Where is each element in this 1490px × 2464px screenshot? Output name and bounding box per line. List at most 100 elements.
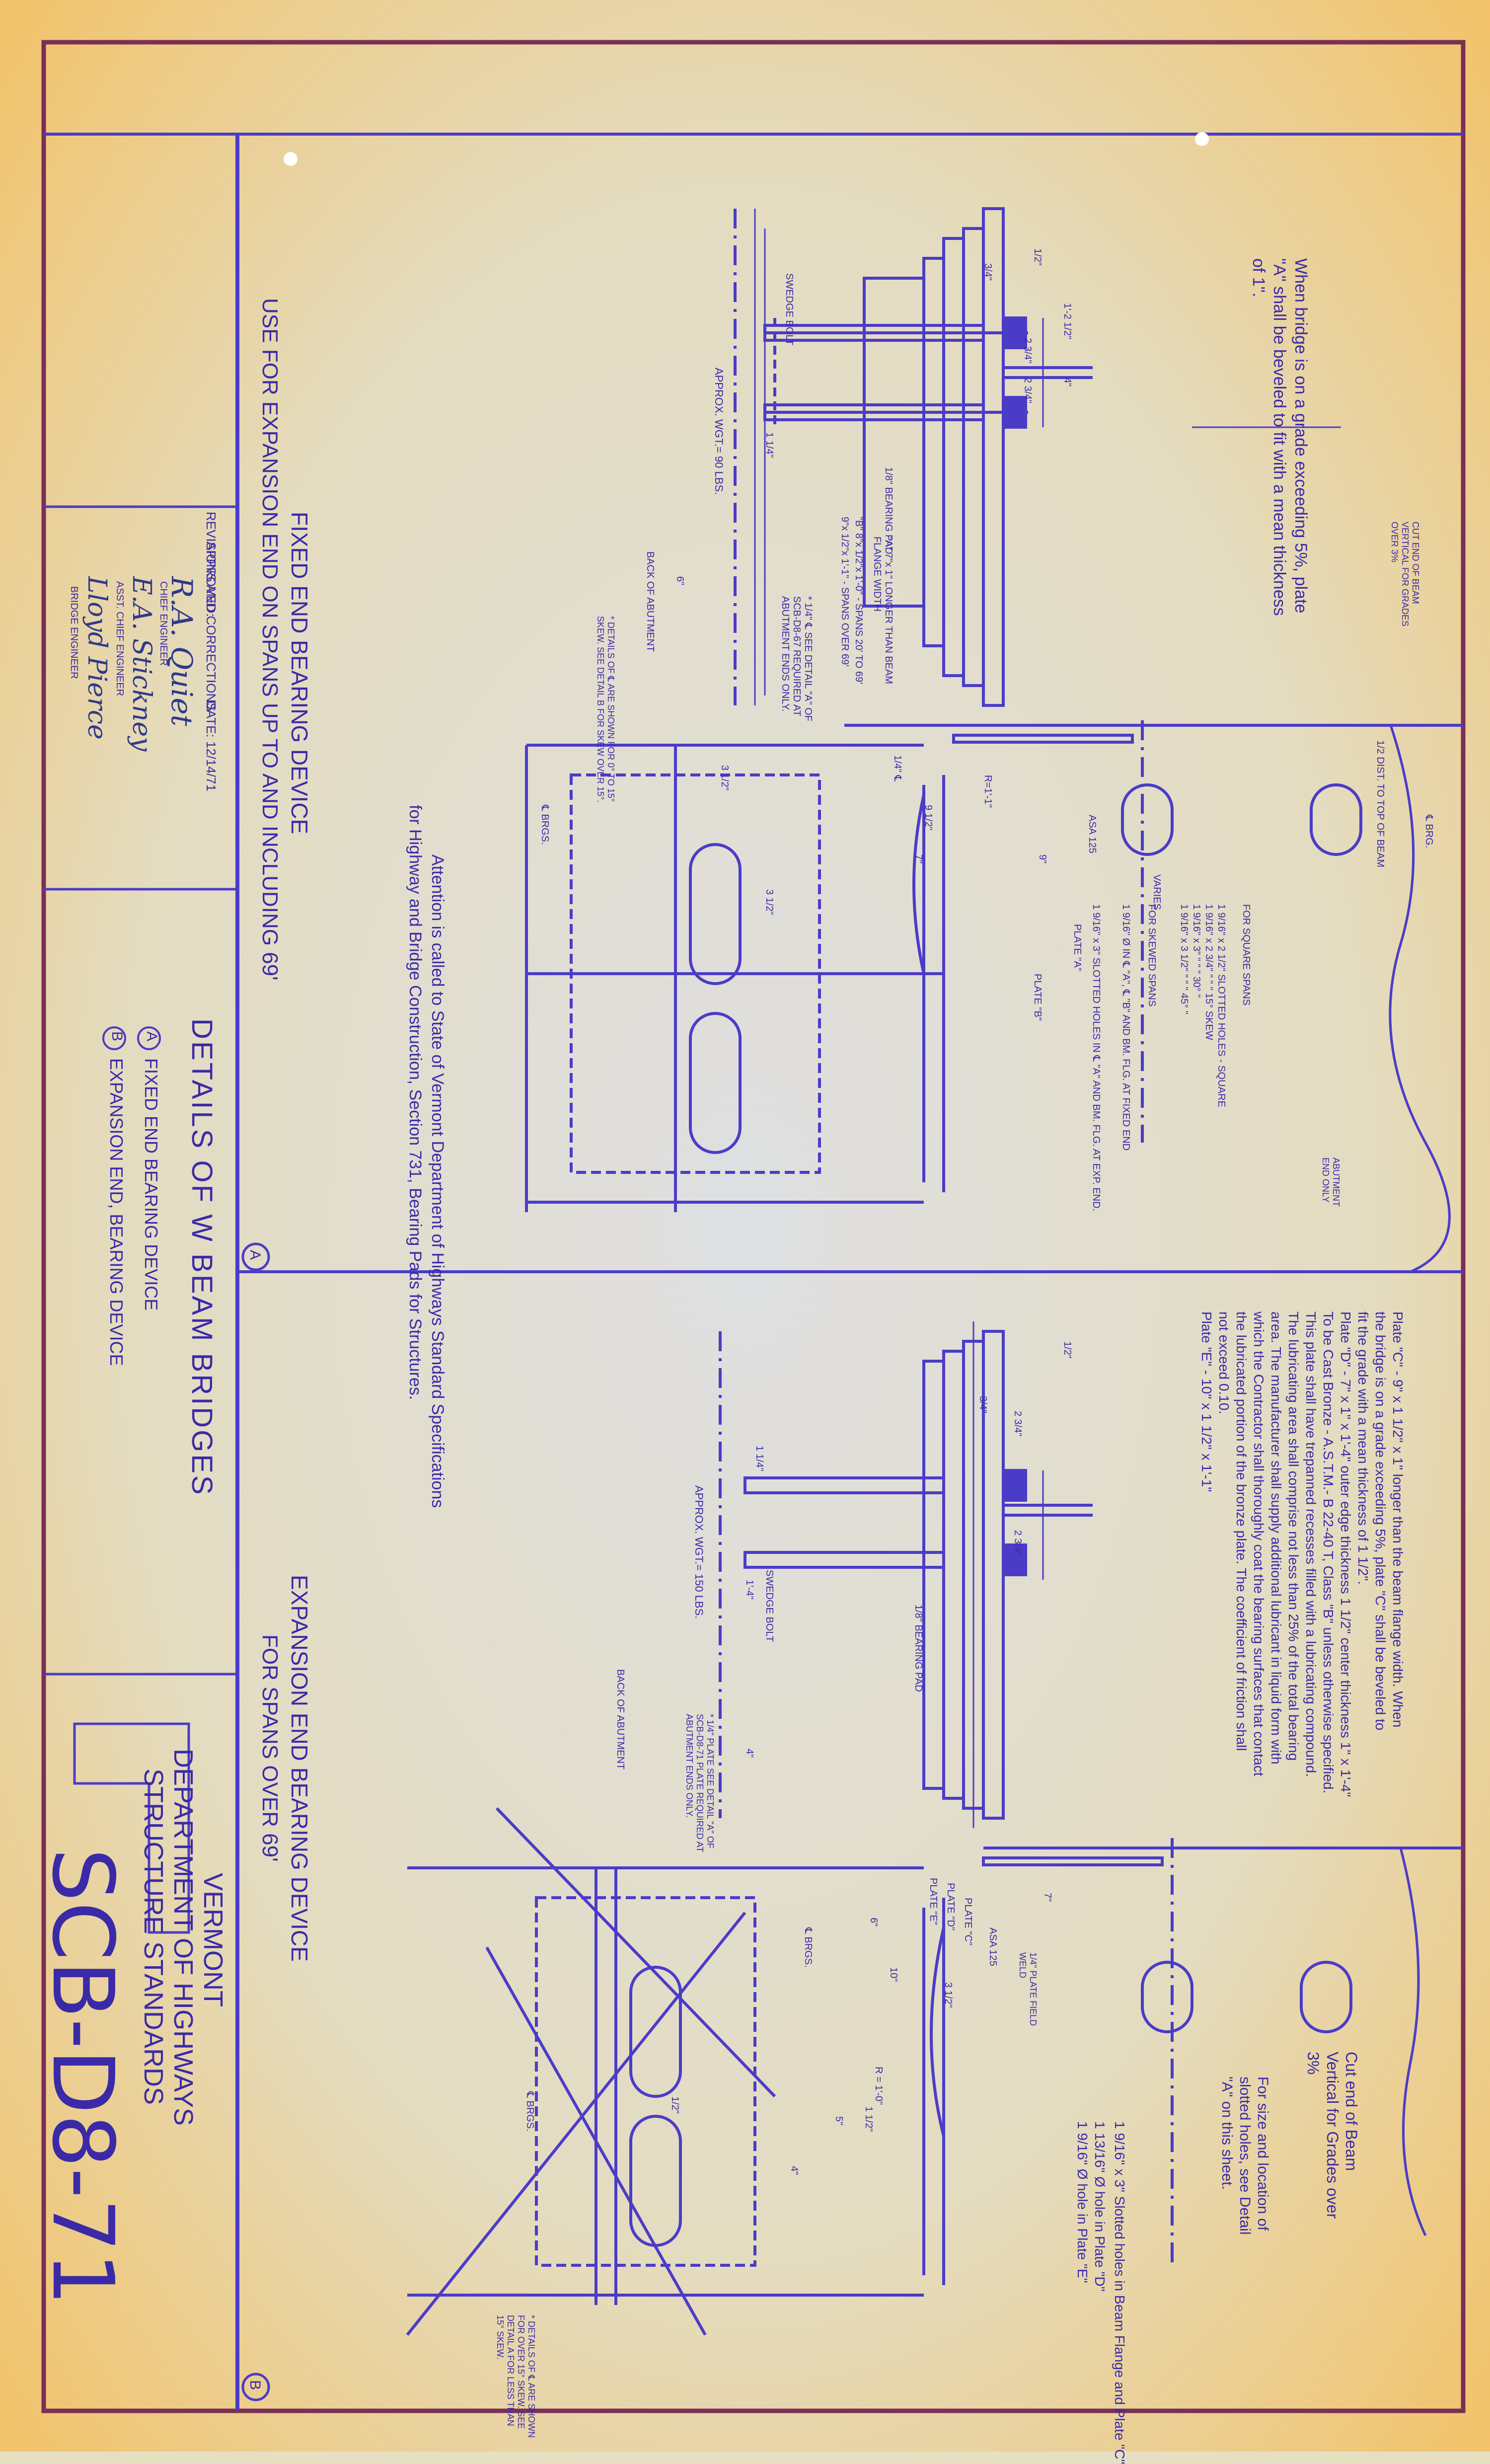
exp-asa: ASA 125 — [987, 1927, 998, 1966]
fixed-hole-row: 1 9/16" x 3 1/2" " " " 45° " — [1179, 904, 1190, 1014]
exp-dim: 3/4" — [977, 1396, 988, 1413]
fixed-square-spans: FOR SQUARE SPANS — [1241, 904, 1252, 1006]
attention-note-2: for Highway and Bridge Construction, Sec… — [406, 805, 425, 1400]
fixed-hole-row: 1 9/16" x 2 1/2" SLOTTED HOLES - SQUARE — [1216, 904, 1227, 1107]
fixed-skewed-spans: FOR SKEWED SPANS — [1146, 904, 1157, 1007]
exp-plate-d: PLATE "D" — [945, 1883, 956, 1931]
plate-note-line: which the Contractor shall thoroughly co… — [1251, 1311, 1266, 1776]
expansion-title: EXPANSION END BEARING DEVICE — [287, 1575, 312, 1962]
vermont-outline — [73, 1722, 190, 1934]
fixed-dist-top: 1/2 DIST. TO TOP OF BEAM — [1375, 740, 1386, 868]
approval-date: DATE: 12/14/71 — [204, 700, 219, 792]
fixed-exp-holes: 1 9/16" x 3" SLOTTED HOLES IN ℄ "A" AND … — [1091, 904, 1102, 1212]
exp-dim: 10" — [888, 1967, 899, 1982]
exp-dim: 1/2" — [1062, 1341, 1073, 1359]
fixed-elevation-view — [525, 720, 1463, 1212]
exp-dim: 4" — [789, 2166, 800, 2175]
plate-note-line: Plate "E" - 10" x 1 1/2" x 1'-1" — [1199, 1311, 1214, 1492]
plate-note-line: the bridge is on a grade exceeding 5%, p… — [1373, 1311, 1388, 1731]
fixed-swedge-bolt: SWEDGE BOLT — [784, 273, 795, 346]
fixed-dim: 1'-2 1/2" — [1062, 303, 1073, 340]
fixed-dim: 4" — [1062, 378, 1073, 387]
fixed-weight: APPROX. WGT.= 90 LBS. — [713, 368, 725, 495]
plate-note-line: fit the grade with a mean thickness of 1… — [1355, 1311, 1371, 1585]
fixed-fixed-holes: 1 9/16" Ø IN ℄ "A", ℄ "B" AND BM. FLG. A… — [1120, 904, 1131, 1151]
marker-b-circle — [241, 2373, 270, 2401]
exp-swedge-bolt: SWEDGE BOLT — [764, 1570, 775, 1642]
sheet-border — [41, 40, 1466, 2413]
plate-note-line: To be Cast Bronze - A.S.T.M.- B 22-40 T,… — [1321, 1311, 1336, 1794]
signature-chief: R.A. Quiet — [165, 576, 199, 726]
chief-engineer-label: CHIEF ENGINEER — [158, 581, 169, 666]
exp-holes-note: For size and location of slotted holes, … — [1219, 2077, 1271, 2235]
signature-bridge: Lloyd Pierce — [82, 576, 112, 740]
fixed-dim: 3 1/2" — [764, 889, 775, 915]
fixed-dim: 3/4" — [982, 263, 993, 281]
exp-dim: 1/2" — [670, 2096, 680, 2114]
fixed-dim: R=1'-1" — [982, 775, 993, 808]
asst-chief-engineer-label: ASST. CHIEF ENGINEER — [114, 581, 125, 696]
fixed-grade-note: When bridge is on a grade exceeding 5%, … — [1249, 258, 1310, 616]
fixed-dim: 2 3/4" — [1022, 378, 1033, 403]
exp-slot-note: 1 13/16" Ø hole in Plate "D" — [1092, 2121, 1108, 2292]
legend-a: FIXED END BEARING DEVICE — [141, 1058, 161, 1311]
fixed-dim: 9 1/2" — [923, 805, 934, 831]
exp-brgs: ℄ BRGS. — [524, 2091, 535, 2132]
exp-field-weld: 1/4" PLATE FIELD WELD — [1018, 1952, 1038, 2026]
fixed-plate-a: PLATE "A" — [1072, 924, 1083, 971]
exp-brgs-top: ℄ BRGS. — [803, 1927, 814, 1968]
exp-plate-c: PLATE "C" — [963, 1898, 973, 1946]
marker-a: A — [247, 1250, 263, 1260]
plate-note-line: area. The manufacturer shall supply addi… — [1268, 1311, 1284, 1765]
exp-back-abutment: BACK OF ABUTMENT — [615, 1669, 626, 1770]
plate-note-line: Plate "D" - 7" x 1" x 1'-4" outer edge t… — [1338, 1311, 1353, 1797]
plate-note-line: Plate "C" - 9" x 1 1/2" x 1" longer than… — [1390, 1311, 1406, 1728]
fixed-dim: 6" — [674, 576, 685, 586]
department-name: DEPARTMENT OF HIGHWAYS — [168, 1749, 198, 2126]
exp-weight: APPROX. WGT.= 150 LBS. — [693, 1485, 705, 1619]
plate-note-line: the lubricated portion of the bronze pla… — [1234, 1311, 1249, 1751]
exp-skew-note: * DETAILS OF ℄ ARE SHOWN FOR OVER 15° SK… — [495, 2315, 536, 2438]
exp-dim: 4" — [744, 1749, 755, 1758]
fixed-hole-row: 1 9/16" x 2 3/4" " " " 15° SKEW — [1203, 904, 1214, 1040]
signature-asst: E.A. Stickney — [127, 576, 156, 752]
fixed-plate-b-note: "B" 8"x 1/2"x 1'-0" - SPANS 20' TO 69' — [853, 517, 864, 685]
structure-standards: STRUCTURE STANDARDS — [139, 1769, 168, 2105]
plate-note-line: not exceed 0.10. — [1216, 1311, 1232, 1415]
exp-dim: 7" — [1042, 1893, 1053, 1902]
exp-dim: 1 1/2" — [863, 2106, 874, 2132]
exp-dim: 2 3/4" — [1012, 1411, 1023, 1437]
exp-dim: 1'-4" — [744, 1580, 755, 1600]
fixed-asa: ASA 125 — [1087, 815, 1098, 853]
fixed-dim: 3 1/2" — [719, 765, 730, 791]
fixed-plate-b-note2: 9"x 1/2"x 1'-1" - SPANS OVER 69' — [839, 517, 850, 667]
marker-b: B — [247, 2380, 263, 2390]
fixed-dim: 1 1/4" — [764, 432, 775, 458]
fixed-title: FIXED END BEARING DEVICE — [287, 512, 312, 835]
fixed-plate-b: PLATE "B" — [1032, 974, 1043, 1021]
expansion-section-view — [719, 1330, 1093, 1820]
exp-dim: 1 1/4" — [754, 1446, 765, 1471]
state-name: VERMONT — [198, 1873, 228, 2007]
fixed-brgs: ℄ BRGS. — [539, 805, 550, 845]
expansion-subtitle: FOR SPANS OVER 69' — [258, 1634, 282, 1862]
plate-note-line: The lubricating area shall comprise not … — [1286, 1311, 1301, 1761]
exp-cut-end: Cut end of Beam Vertical for Grades over… — [1304, 2052, 1360, 2219]
fixed-cut-end: CUT END OF BEAM VERTICAL FOR GRADES OVER… — [1390, 522, 1420, 627]
fixed-dim: 9" — [1037, 854, 1048, 864]
legend-b: EXPANSION END, BEARING DEVICE — [106, 1058, 127, 1366]
legend-a-marker: A — [144, 1031, 160, 1042]
exp-bearing-pad: 1/8" BEARING PAD — [913, 1605, 924, 1692]
fixed-dim: 1/2" — [1032, 248, 1043, 266]
sheet-number: SCB-D8-71 — [33, 1848, 132, 2306]
fixed-skew-note: * DETAILS OF ℄ ARE SHOWN FOR 0° TO 15° S… — [596, 616, 616, 803]
exp-plate-e: PLATE "E" — [928, 1878, 939, 1925]
fixed-dim: 2 3/4" — [1022, 338, 1033, 364]
fixed-abutment-only: ABUTMENT END ONLY — [1321, 1157, 1341, 1207]
plate-note-line: This plate shall have trepanned recesses… — [1303, 1311, 1319, 1777]
exp-dim: 3 1/2" — [943, 1982, 954, 2008]
attention-note: Attention is called to State of Vermont … — [428, 854, 447, 1508]
exp-dim: 6" — [868, 1918, 879, 1927]
exp-slot-note: 1 9/16" Ø hole in Plate "E" — [1075, 2121, 1090, 2283]
